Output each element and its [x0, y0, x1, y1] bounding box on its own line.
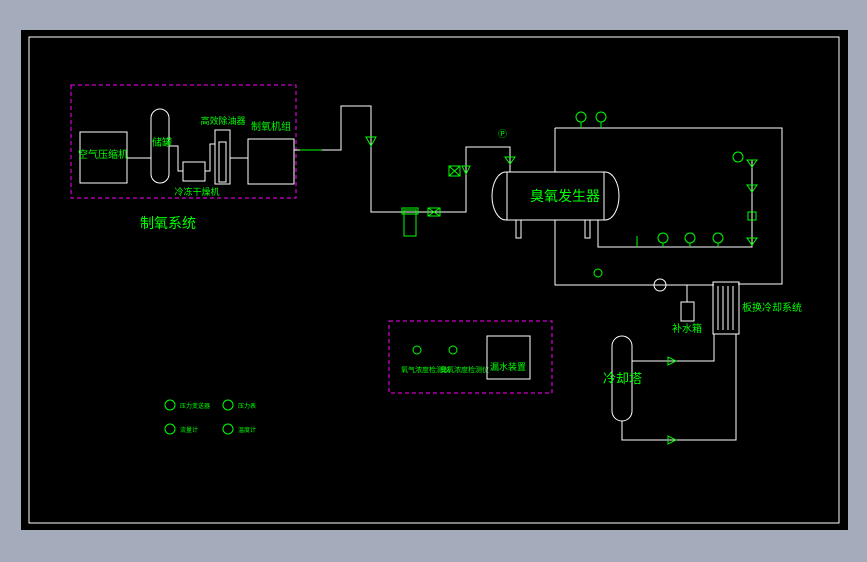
oil-filter-label: 高效除油器: [200, 115, 245, 127]
pipe-filter: [403, 209, 417, 237]
ozone-generator-label: 臭氧发生器: [530, 189, 600, 205]
drawing-frame: [28, 36, 840, 524]
leak-device-box: [486, 335, 531, 380]
plate-exchanger-plates: [717, 286, 734, 330]
secondary-pipe: [597, 160, 753, 248]
drawing-sheet: [21, 30, 848, 530]
legend-thermometer: 温度计: [238, 426, 256, 434]
legend: 压力变送器 压力表 流量计 温度计: [164, 399, 256, 435]
right-valve-2: [746, 184, 758, 193]
ozone-detector-icon: [448, 345, 458, 355]
row-stems: [636, 236, 719, 247]
legend-thermometer-icon: [222, 423, 234, 435]
flow-meter: [593, 268, 603, 278]
right-sensor: [747, 211, 757, 221]
oxygen-supply-line: Ⓟ: [294, 105, 516, 237]
leg-right: [584, 219, 591, 239]
legend-flow-meter-icon: [164, 423, 176, 435]
legend-pressure-gauge: 压力表: [238, 402, 256, 410]
legend-flow-meter: 流量计: [180, 426, 198, 434]
air-compressor-label: 空气压缩机: [78, 148, 128, 161]
ozone-generator-body: [491, 171, 620, 221]
monitoring-box: [388, 320, 553, 394]
top-return-pipe: [555, 127, 783, 285]
oxygen-machine-label: 制氧机组: [251, 120, 291, 133]
legend-pressure-transmitter-icon: [164, 399, 176, 411]
monitoring-group: 氧气浓度检测仪 臭氧浓度检测仪 漏水装置: [388, 320, 553, 394]
legend-pressure-transmitter: 压力变送器: [180, 402, 210, 410]
inline-valve: [427, 207, 441, 217]
cooling-loop: 补水箱 板换冷却系统 冷却塔: [554, 111, 802, 445]
right-valve-3: [746, 237, 758, 246]
ozone-generator-group: 臭氧发生器: [491, 128, 620, 239]
tower-valve-1: [667, 356, 678, 366]
oxygen-detector-label: 氧气浓度检测仪: [401, 365, 450, 374]
cooling-tower-label: 冷却塔: [603, 372, 642, 387]
oxygen-pipe: [294, 105, 511, 213]
plate-exchanger-label: 板换冷却系统: [742, 301, 802, 314]
lower-pipe: [554, 220, 714, 286]
inline-valve-x: [427, 207, 441, 217]
oil-filter: [214, 129, 231, 185]
pipe-filter-top: [401, 207, 419, 215]
right-gauge: [732, 151, 744, 163]
right-valve-1: [746, 159, 758, 168]
oxygen-system-title: 制氧系统: [140, 216, 196, 232]
ozone-detector-label: 臭氧浓度检测仪: [440, 365, 489, 374]
makeup-tank-label: 补水箱: [672, 322, 702, 335]
valve-to-generator: [504, 156, 516, 165]
inline-gauge-mark: Ⓟ: [498, 129, 507, 140]
oxygen-system-box: [70, 84, 297, 199]
solenoid-valve-x: [448, 165, 461, 177]
check-valve: [365, 136, 377, 148]
oxygen-machine: [247, 138, 295, 185]
leg-left: [515, 219, 522, 239]
oxygen-system-group: 空气压缩机 储罐 冷冻干燥机 高效除油器 制氧机组 制氧系统: [70, 84, 297, 232]
tower-pipes: [621, 334, 737, 441]
storage-tank-label: 储罐: [152, 136, 172, 149]
ball-valve: [461, 165, 471, 176]
oxygen-internal-pipes: [127, 143, 248, 172]
legend-pressure-gauge-icon: [222, 399, 234, 411]
solenoid-valve: [448, 165, 461, 177]
plate-exchanger: [712, 281, 740, 335]
top-gauge-stems: [580, 122, 602, 128]
tower-valve-2: [667, 435, 678, 445]
oxygen-detector-icon: [412, 345, 422, 355]
dryer-label: 冷冻干燥机: [174, 186, 219, 198]
oil-filter-inner: [218, 141, 227, 183]
leak-device-label: 漏水装置: [490, 361, 526, 373]
circulation-pump: [653, 278, 667, 292]
